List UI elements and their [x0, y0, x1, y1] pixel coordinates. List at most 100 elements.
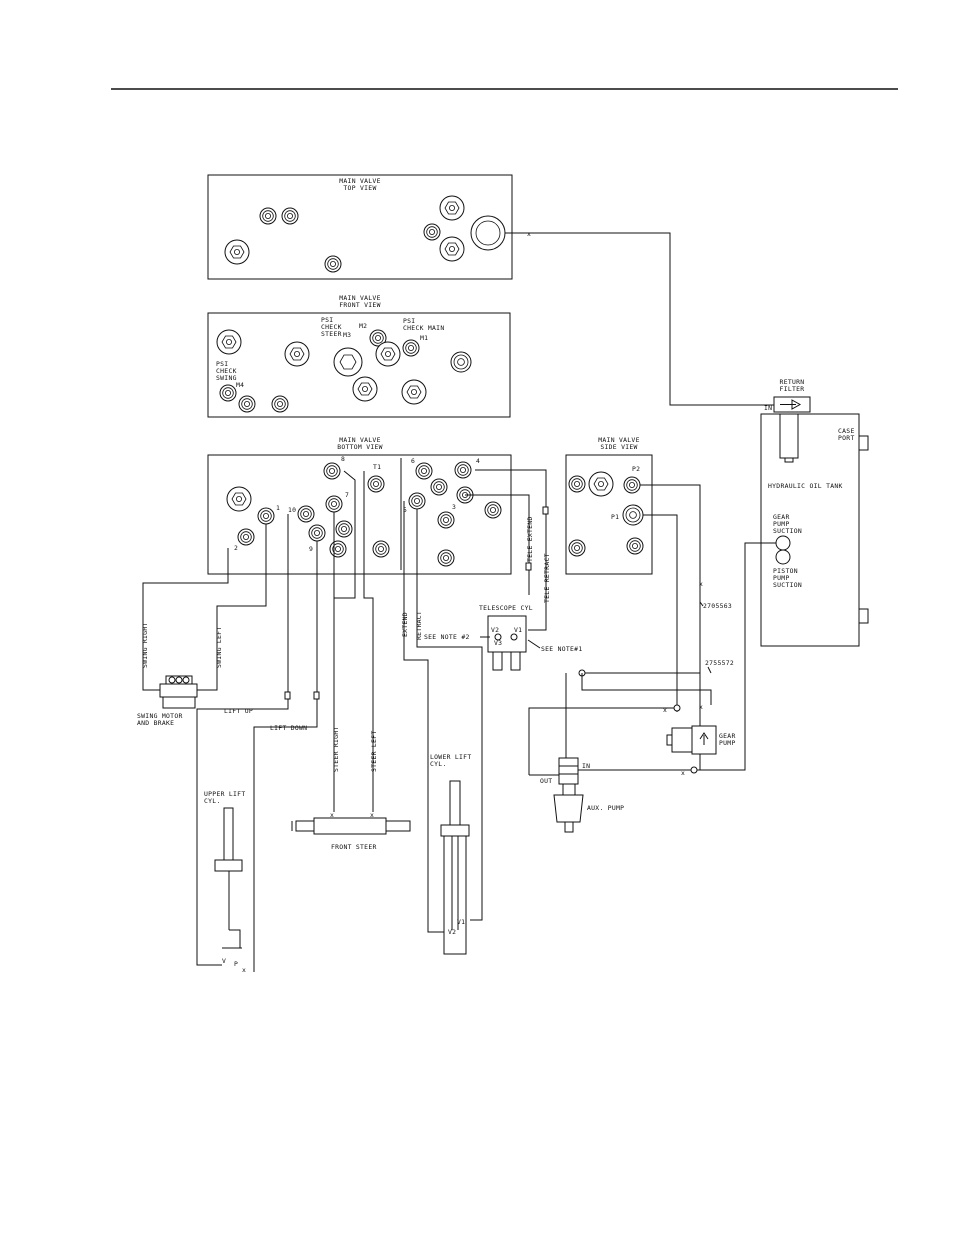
- front-steer-label: FRONT STEER: [331, 843, 377, 851]
- front-view-title-1: MAIN VALVE: [339, 294, 380, 302]
- aux-in-label: IN: [582, 762, 590, 770]
- round-port-icon: [257, 507, 275, 525]
- crossing-mark: x: [527, 230, 531, 238]
- top-view-title-1: MAIN VALVE: [339, 177, 380, 185]
- swing-motor: SWING MOTOR AND BRAKE: [137, 675, 198, 727]
- port-p1-label: P1: [611, 513, 619, 521]
- aux-pump: OUT IN AUX. PUMP: [540, 757, 624, 833]
- tele-extend-label: TELE EXTEND: [526, 516, 534, 562]
- crossing-mark: x: [242, 966, 246, 974]
- round-port-icon: [271, 395, 289, 413]
- round-port-icon: [237, 528, 255, 546]
- gear-pump-suction-2: PUMP: [773, 520, 790, 528]
- crossing-mark: x: [663, 706, 667, 714]
- round-port-icon: [335, 520, 353, 538]
- telescope-cylinder: TELESCOPE CYL V2 V1 V3 SEE NOTE #2 SEE N…: [424, 604, 582, 671]
- psi-check-main-2: CHECK MAIN: [403, 324, 444, 332]
- port-p2-label: P2: [632, 465, 640, 473]
- port-4-label: 4: [476, 457, 480, 465]
- round-port-icon: [626, 537, 644, 555]
- main-valve-bottom-view: MAIN VALVE BOTTOM VIEW 2 1 10 9 7 8 T1 6…: [207, 436, 512, 575]
- m1-label: M1: [420, 334, 428, 342]
- lower-lift-cylinder: LOWER LIFT CYL. V1 V2: [430, 753, 471, 955]
- case-port-2: PORT: [838, 434, 855, 442]
- hex-fitting-icon: [375, 341, 401, 367]
- round-port-icon: [219, 384, 237, 402]
- v2-label: V2: [448, 928, 456, 936]
- part-number-a: 2705563: [703, 602, 732, 610]
- round-port-icon: [568, 539, 586, 557]
- psi-check-swing-1: PSI: [216, 360, 228, 368]
- round-port-icon: [297, 505, 315, 523]
- m2-label: M2: [359, 322, 367, 330]
- lower-lift-label-2: CYL.: [430, 760, 447, 768]
- v1-label: V1: [457, 918, 465, 926]
- hex-fitting-icon: [401, 379, 427, 405]
- gear-pump-label-1: GEAR: [719, 732, 736, 740]
- tele-v2-label: V2: [491, 626, 499, 634]
- hex-fitting-icon: [224, 239, 250, 265]
- p-label: P: [234, 960, 238, 968]
- filter-in-label: IN: [764, 404, 772, 412]
- see-note-2-label: SEE NOTE #2: [424, 633, 470, 641]
- swing-motor-label-2: AND BRAKE: [137, 719, 174, 727]
- swing-left-label: SWING LEFT: [215, 627, 223, 668]
- round-port-icon: [623, 476, 641, 494]
- main-valve-front-view: MAIN VALVE FRONT VIEW PSI CHECK STEER M2…: [207, 294, 511, 418]
- round-port-icon: [323, 462, 341, 480]
- psi-check-steer-1: PSI: [321, 316, 333, 324]
- round-port-icon: [259, 207, 277, 225]
- gear-pump-suction-3: SUCTION: [773, 527, 802, 535]
- port-t1-label: T1: [373, 463, 381, 471]
- side-view-title-2: SIDE VIEW: [600, 443, 637, 451]
- return-filter-1: RETURN: [780, 378, 805, 386]
- round-port-icon: [430, 478, 448, 496]
- round-port-icon: [454, 461, 472, 479]
- steer-right-label: STEER RIGHT: [332, 726, 340, 772]
- return-port-large: [470, 215, 506, 251]
- round-port-icon: [329, 540, 347, 558]
- psi-check-swing-3: SWING: [216, 374, 237, 382]
- round-port-icon: [408, 492, 426, 510]
- swing-motor-label-1: SWING MOTOR: [137, 712, 183, 720]
- piston-pump-suction-3: SUCTION: [773, 581, 802, 589]
- hex-fitting-icon: [588, 471, 614, 497]
- front-steer-cylinder: x x FRONT STEER: [291, 811, 411, 851]
- retract-label: RETRACT: [415, 611, 423, 640]
- crossing-mark: x: [370, 811, 374, 819]
- port-3-label: 3: [452, 503, 456, 511]
- see-note-1-label: SEE NOTE#1: [541, 645, 582, 653]
- swing-right-label: SWING RIGHT: [141, 622, 149, 668]
- round-port-icon: [622, 504, 644, 526]
- tele-v1-label: V1: [514, 626, 522, 634]
- round-port-icon: [437, 511, 455, 529]
- round-port-icon: [484, 501, 502, 519]
- round-port-icon: [281, 207, 299, 225]
- hydraulic-oil-tank: RETURN FILTER IN CASE PORT HYDRAULIC OIL…: [760, 378, 869, 647]
- flow-arrow-icon: [780, 399, 802, 410]
- round-port-icon: [402, 339, 420, 357]
- psi-check-steer-3: STEER: [321, 330, 342, 338]
- main-valve-side-view: MAIN VALVE SIDE VIEW P2 P1: [565, 436, 653, 575]
- upper-lift-label-1: UPPER LIFT: [204, 790, 245, 798]
- piston-pump-suction-1: PISTON: [773, 567, 798, 575]
- psi-check-main-1: PSI: [403, 317, 415, 325]
- round-port-icon: [568, 475, 586, 493]
- round-port-icon: [367, 475, 385, 493]
- port-10-label: 10: [288, 506, 296, 514]
- psi-check-swing-2: CHECK: [216, 367, 237, 375]
- port-2-label: 2: [234, 544, 238, 552]
- hex-fitting-icon: [439, 236, 465, 262]
- round-port-icon: [423, 223, 441, 241]
- v-label: V: [222, 957, 226, 965]
- bottom-view-title-2: BOTTOM VIEW: [337, 443, 383, 451]
- piston-pump-suction-2: PUMP: [773, 574, 790, 582]
- lift-down-label: LIFT DOWN: [270, 724, 307, 732]
- port-5-label: 5: [403, 506, 407, 514]
- lower-lift-label-1: LOWER LIFT: [430, 753, 471, 761]
- m4-label: M4: [236, 381, 244, 389]
- hex-fitting-icon: [352, 376, 378, 402]
- crossing-mark: x: [330, 811, 334, 819]
- round-port-icon: [238, 395, 256, 413]
